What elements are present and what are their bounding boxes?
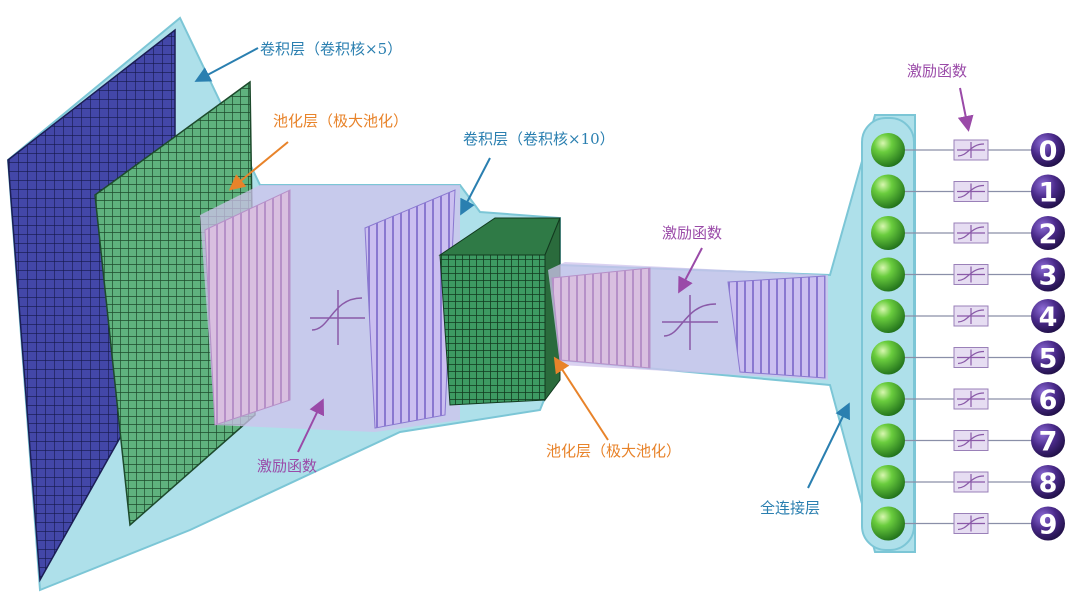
pool2-label: 池化层（极大池化） xyxy=(546,442,682,460)
fc-node xyxy=(871,382,905,416)
sigmoid-icon xyxy=(957,432,985,449)
conv2-arrow xyxy=(460,157,491,216)
activation-output-block-2 xyxy=(727,275,826,379)
fc-node xyxy=(871,299,905,333)
fc-node xyxy=(871,506,905,541)
output-digit-circle xyxy=(1031,382,1065,416)
act-mid-label: 激励函数 xyxy=(662,224,723,242)
activation-input-block-1 xyxy=(204,189,291,426)
output-digit-circle xyxy=(1031,133,1065,167)
fc-node xyxy=(871,216,905,250)
output-row: 4 xyxy=(871,299,1065,333)
sigmoid-icon xyxy=(957,225,985,241)
output-digit-circle xyxy=(1031,465,1065,499)
output-row: 8 xyxy=(871,465,1065,499)
output-row: 6 xyxy=(871,382,1065,416)
activation-input-block-2 xyxy=(551,267,651,369)
output-digit-label: 7 xyxy=(1039,427,1058,458)
output-digit-circle xyxy=(1031,257,1065,292)
sigmoid-icon xyxy=(957,142,985,158)
output-digit-label: 4 xyxy=(1039,302,1058,333)
output-digit-label: 3 xyxy=(1039,261,1058,292)
fc-node xyxy=(871,257,905,292)
output-digit-label: 6 xyxy=(1039,385,1058,416)
fc-node xyxy=(871,465,905,499)
output-digit-label: 9 xyxy=(1039,510,1058,541)
output-row: 3 xyxy=(871,257,1065,292)
sigmoid-icon xyxy=(957,474,985,490)
sigmoid-icon xyxy=(957,183,985,200)
output-digit-circle xyxy=(1031,299,1065,333)
sigmoid-icon xyxy=(957,349,985,366)
output-digit-label: 8 xyxy=(1039,468,1058,499)
activation-output-block-1 xyxy=(364,189,456,429)
output-digit-circle xyxy=(1031,506,1065,541)
conv1-label: 卷积层（卷积核×5） xyxy=(260,40,403,58)
pool1-label: 池化层（极大池化） xyxy=(273,112,409,130)
output-digit-circle xyxy=(1031,174,1065,209)
fc-node xyxy=(871,174,905,209)
output-row: 0 xyxy=(871,133,1065,167)
output-digit-circle xyxy=(1031,340,1065,375)
output-row: 2 xyxy=(871,216,1065,250)
sigmoid-icon xyxy=(957,391,985,407)
fc-node xyxy=(871,423,905,458)
conv2-label: 卷积层（卷积核×10） xyxy=(463,130,615,148)
fc-rows: 0 1 2 3 4 5 6 7 8 9 xyxy=(871,133,1065,541)
act-top-right-label: 激励函数 xyxy=(907,62,968,80)
sigmoid-icon xyxy=(662,295,718,350)
act-top-right-arrow xyxy=(957,87,974,132)
pooled-feature-map-2 xyxy=(438,217,561,406)
fc-node xyxy=(871,133,905,167)
output-digit-label: 2 xyxy=(1039,219,1058,250)
sigmoid-icon xyxy=(957,515,985,532)
output-row: 1 xyxy=(871,174,1065,209)
pool2-arrow xyxy=(553,356,609,441)
pool1-arrow xyxy=(228,141,289,191)
output-digit-label: 5 xyxy=(1039,344,1058,375)
act-bottom-left-arrow xyxy=(297,398,325,453)
output-row: 5 xyxy=(871,340,1065,375)
fc-node xyxy=(871,340,905,375)
act-mid-arrow xyxy=(678,247,703,294)
output-digit-circle xyxy=(1031,216,1065,250)
output-digit-label: 1 xyxy=(1039,178,1058,209)
act-bottom-left-label: 激励函数 xyxy=(257,457,318,475)
conv1-arrow xyxy=(194,47,259,82)
output-digit-circle xyxy=(1031,423,1065,458)
output-digit-label: 0 xyxy=(1039,136,1058,167)
sigmoid-icon xyxy=(957,308,985,324)
sigmoid-icon xyxy=(957,266,985,283)
sigmoid-icon xyxy=(310,290,365,345)
output-row: 9 xyxy=(871,506,1065,541)
fc-arrow xyxy=(807,402,850,489)
output-row: 7 xyxy=(871,423,1065,458)
fc-label: 全连接层 xyxy=(760,499,821,517)
